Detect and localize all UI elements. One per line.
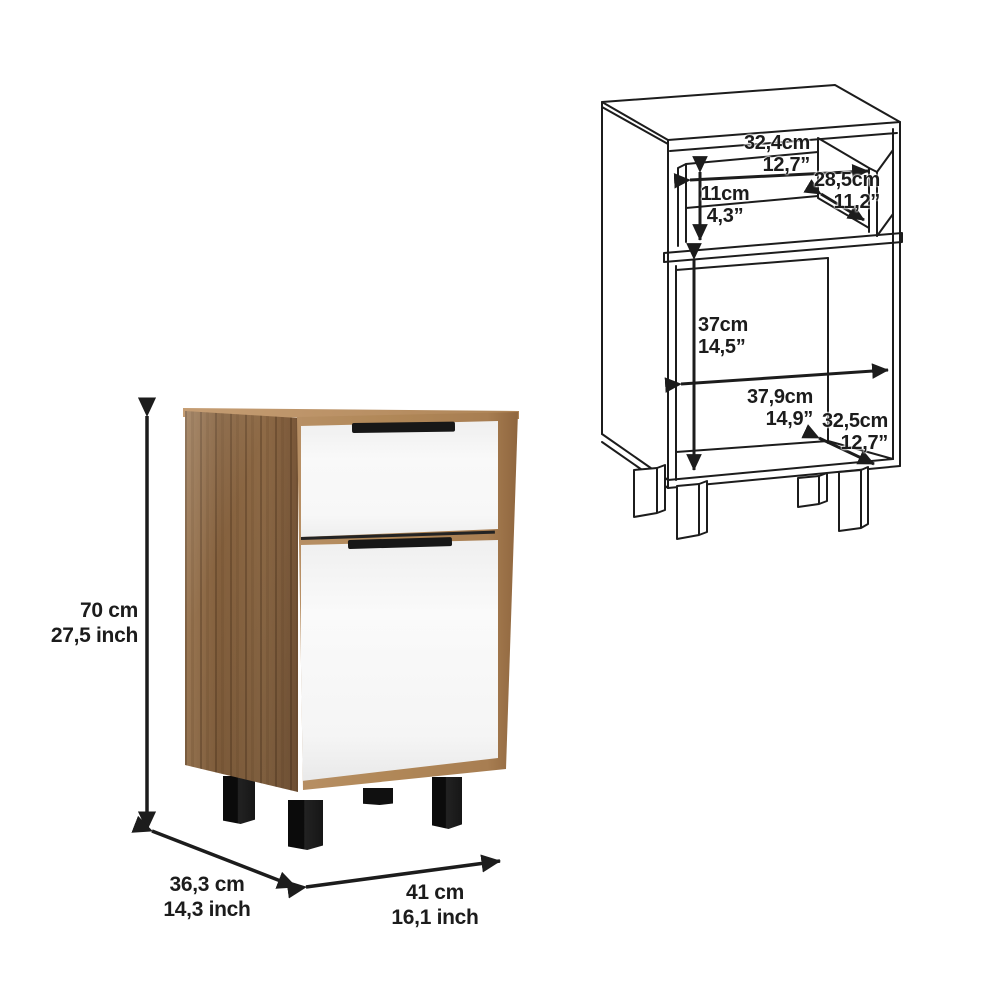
arrow-depth [131, 815, 297, 889]
cabinet-side-panel [185, 411, 298, 792]
dim-label-base-depth: 32,5cm 12,7” [766, 410, 888, 454]
cabinet-leg-back-right [363, 788, 393, 805]
dim-height-cm: 70 cm [79, 599, 138, 622]
dim-niche-width-cm: 32,4cm [743, 132, 810, 154]
arrow-width [286, 854, 502, 899]
render-dimension-arrows [131, 397, 502, 899]
dim-inner-height-cm: 37cm [698, 314, 748, 336]
dim-label-niche-height: 11cm 4,3” [682, 183, 768, 227]
wireframe-legs [633, 464, 869, 540]
dim-label-height: 70 cm 27,5 inch [20, 598, 138, 648]
dim-base-depth-inch: 12,7” [840, 432, 889, 454]
arrow-inner-width [664, 363, 889, 393]
dim-label-width: 41 cm 16,1 inch [350, 880, 520, 930]
dim-inner-width-cm: 37,9cm [746, 386, 813, 408]
wireframe-dimension-arrows [664, 156, 889, 471]
cabinet-top-panel [183, 408, 519, 419]
dim-niche-depth-cm: 28,5cm [813, 169, 880, 191]
dim-inner-width-inch: 14,9” [765, 408, 814, 430]
dim-niche-height-cm: 11cm [700, 183, 750, 205]
arrow-base-depth [801, 424, 875, 466]
dim-depth-cm: 36,3 cm [169, 873, 245, 896]
dim-niche-depth-inch: 11,2” [833, 191, 881, 213]
drawer-handle [351, 421, 456, 433]
dim-width-inch: 16,1 inch [391, 906, 479, 929]
dim-label-niche-width: 32,4cm 12,7” [690, 132, 810, 176]
cabinet-leg-front-right [432, 777, 462, 829]
drawer-front [301, 421, 498, 537]
dim-label-depth: 36,3 cm 14,3 inch [122, 872, 292, 922]
dim-height-inch: 27,5 inch [50, 624, 138, 647]
dim-base-depth-cm: 32,5cm [821, 410, 888, 432]
arrow-niche-width [673, 164, 869, 189]
dim-depth-inch: 14,3 inch [163, 898, 251, 921]
dim-label-niche-depth: 28,5cm 11,2” [760, 169, 880, 213]
dim-niche-width-inch: 12,7” [762, 154, 811, 176]
arrow-niche-depth [803, 179, 865, 222]
dim-niche-height-inch: 4,3” [706, 205, 744, 227]
dim-width-cm: 41 cm [405, 881, 465, 904]
cabinet-front-frame [297, 412, 518, 790]
door-front [301, 540, 498, 781]
dim-label-inner-width: 37,9cm 14,9” [692, 386, 813, 430]
dim-inner-height-inch: 14,5” [698, 336, 746, 358]
dim-label-inner-height: 37cm 14,5” [698, 314, 808, 358]
